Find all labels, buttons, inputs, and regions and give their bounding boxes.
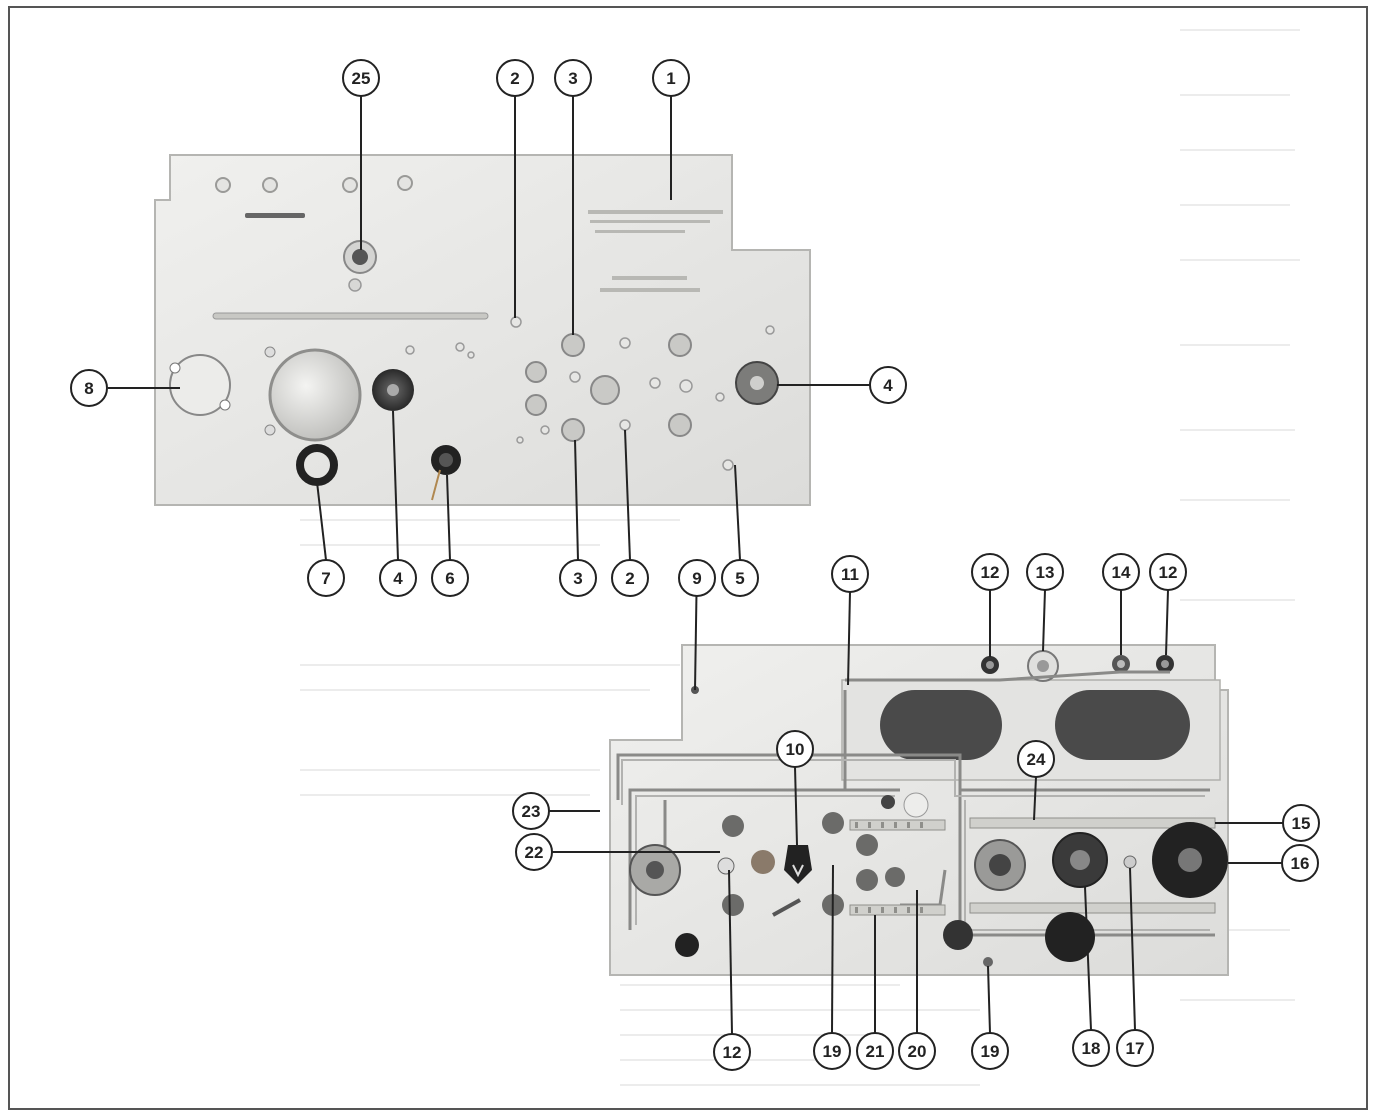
svg-text:1: 1 bbox=[666, 69, 675, 88]
svg-text:16: 16 bbox=[1291, 854, 1310, 873]
svg-text:18: 18 bbox=[1082, 1039, 1101, 1058]
callout-21: 21 bbox=[856, 1032, 894, 1070]
svg-text:8: 8 bbox=[84, 379, 93, 398]
svg-text:13: 13 bbox=[1036, 563, 1055, 582]
callout-5: 5 bbox=[721, 559, 759, 597]
svg-text:9: 9 bbox=[692, 569, 701, 588]
callout-19-left: 19 bbox=[813, 1032, 851, 1070]
callout-20: 20 bbox=[898, 1032, 936, 1070]
svg-text:2: 2 bbox=[625, 569, 634, 588]
callout-19-right: 19 bbox=[971, 1032, 1009, 1070]
svg-text:12: 12 bbox=[1159, 563, 1178, 582]
callout-4-right: 4 bbox=[869, 366, 907, 404]
callout-6: 6 bbox=[431, 559, 469, 597]
svg-text:25: 25 bbox=[352, 69, 371, 88]
callout-2-bottom: 2 bbox=[611, 559, 649, 597]
callout-10: 10 bbox=[776, 730, 814, 768]
svg-text:17: 17 bbox=[1126, 1039, 1145, 1058]
callout-25: 25 bbox=[342, 59, 380, 97]
callout-15: 15 bbox=[1282, 804, 1320, 842]
callout-3-top: 3 bbox=[554, 59, 592, 97]
svg-text:3: 3 bbox=[573, 569, 582, 588]
svg-text:24: 24 bbox=[1027, 750, 1046, 769]
svg-text:4: 4 bbox=[393, 569, 403, 588]
svg-text:21: 21 bbox=[866, 1042, 885, 1061]
callout-23: 23 bbox=[512, 792, 550, 830]
callout-1: 1 bbox=[652, 59, 690, 97]
svg-text:6: 6 bbox=[445, 569, 454, 588]
callout-3-bottom: 3 bbox=[559, 559, 597, 597]
callout-7: 7 bbox=[307, 559, 345, 597]
svg-text:14: 14 bbox=[1112, 563, 1131, 582]
svg-text:7: 7 bbox=[321, 569, 330, 588]
callout-14: 14 bbox=[1102, 553, 1140, 591]
svg-text:23: 23 bbox=[522, 802, 541, 821]
svg-text:20: 20 bbox=[908, 1042, 927, 1061]
svg-text:15: 15 bbox=[1292, 814, 1311, 833]
svg-text:4: 4 bbox=[883, 376, 893, 395]
svg-text:10: 10 bbox=[786, 740, 805, 759]
callout-9: 9 bbox=[678, 559, 716, 597]
callout-18: 18 bbox=[1072, 1029, 1110, 1067]
callout-12-bottom: 12 bbox=[713, 1033, 751, 1071]
callout-4-bottom: 4 bbox=[379, 559, 417, 597]
callout-12-top-left: 12 bbox=[971, 553, 1009, 591]
callout-13: 13 bbox=[1026, 553, 1064, 591]
callout-24: 24 bbox=[1017, 740, 1055, 778]
callout-8: 8 bbox=[70, 369, 108, 407]
chassis-bottom-panel bbox=[609, 644, 1229, 976]
svg-text:12: 12 bbox=[723, 1043, 742, 1062]
svg-text:5: 5 bbox=[735, 569, 744, 588]
callout-16: 16 bbox=[1281, 844, 1319, 882]
svg-text:11: 11 bbox=[841, 565, 859, 584]
callout-17: 17 bbox=[1116, 1029, 1154, 1067]
svg-text:19: 19 bbox=[823, 1042, 842, 1061]
svg-text:22: 22 bbox=[525, 843, 544, 862]
svg-text:19: 19 bbox=[981, 1042, 1000, 1061]
callout-11: 11 bbox=[831, 555, 869, 593]
svg-text:3: 3 bbox=[568, 69, 577, 88]
callout-22: 22 bbox=[515, 833, 553, 871]
callout-2-top: 2 bbox=[496, 59, 534, 97]
callout-12-top-right: 12 bbox=[1149, 553, 1187, 591]
leader-lines bbox=[108, 96, 1283, 1035]
svg-text:2: 2 bbox=[510, 69, 519, 88]
chassis-top-panel bbox=[154, 154, 811, 506]
svg-text:12: 12 bbox=[981, 563, 1000, 582]
